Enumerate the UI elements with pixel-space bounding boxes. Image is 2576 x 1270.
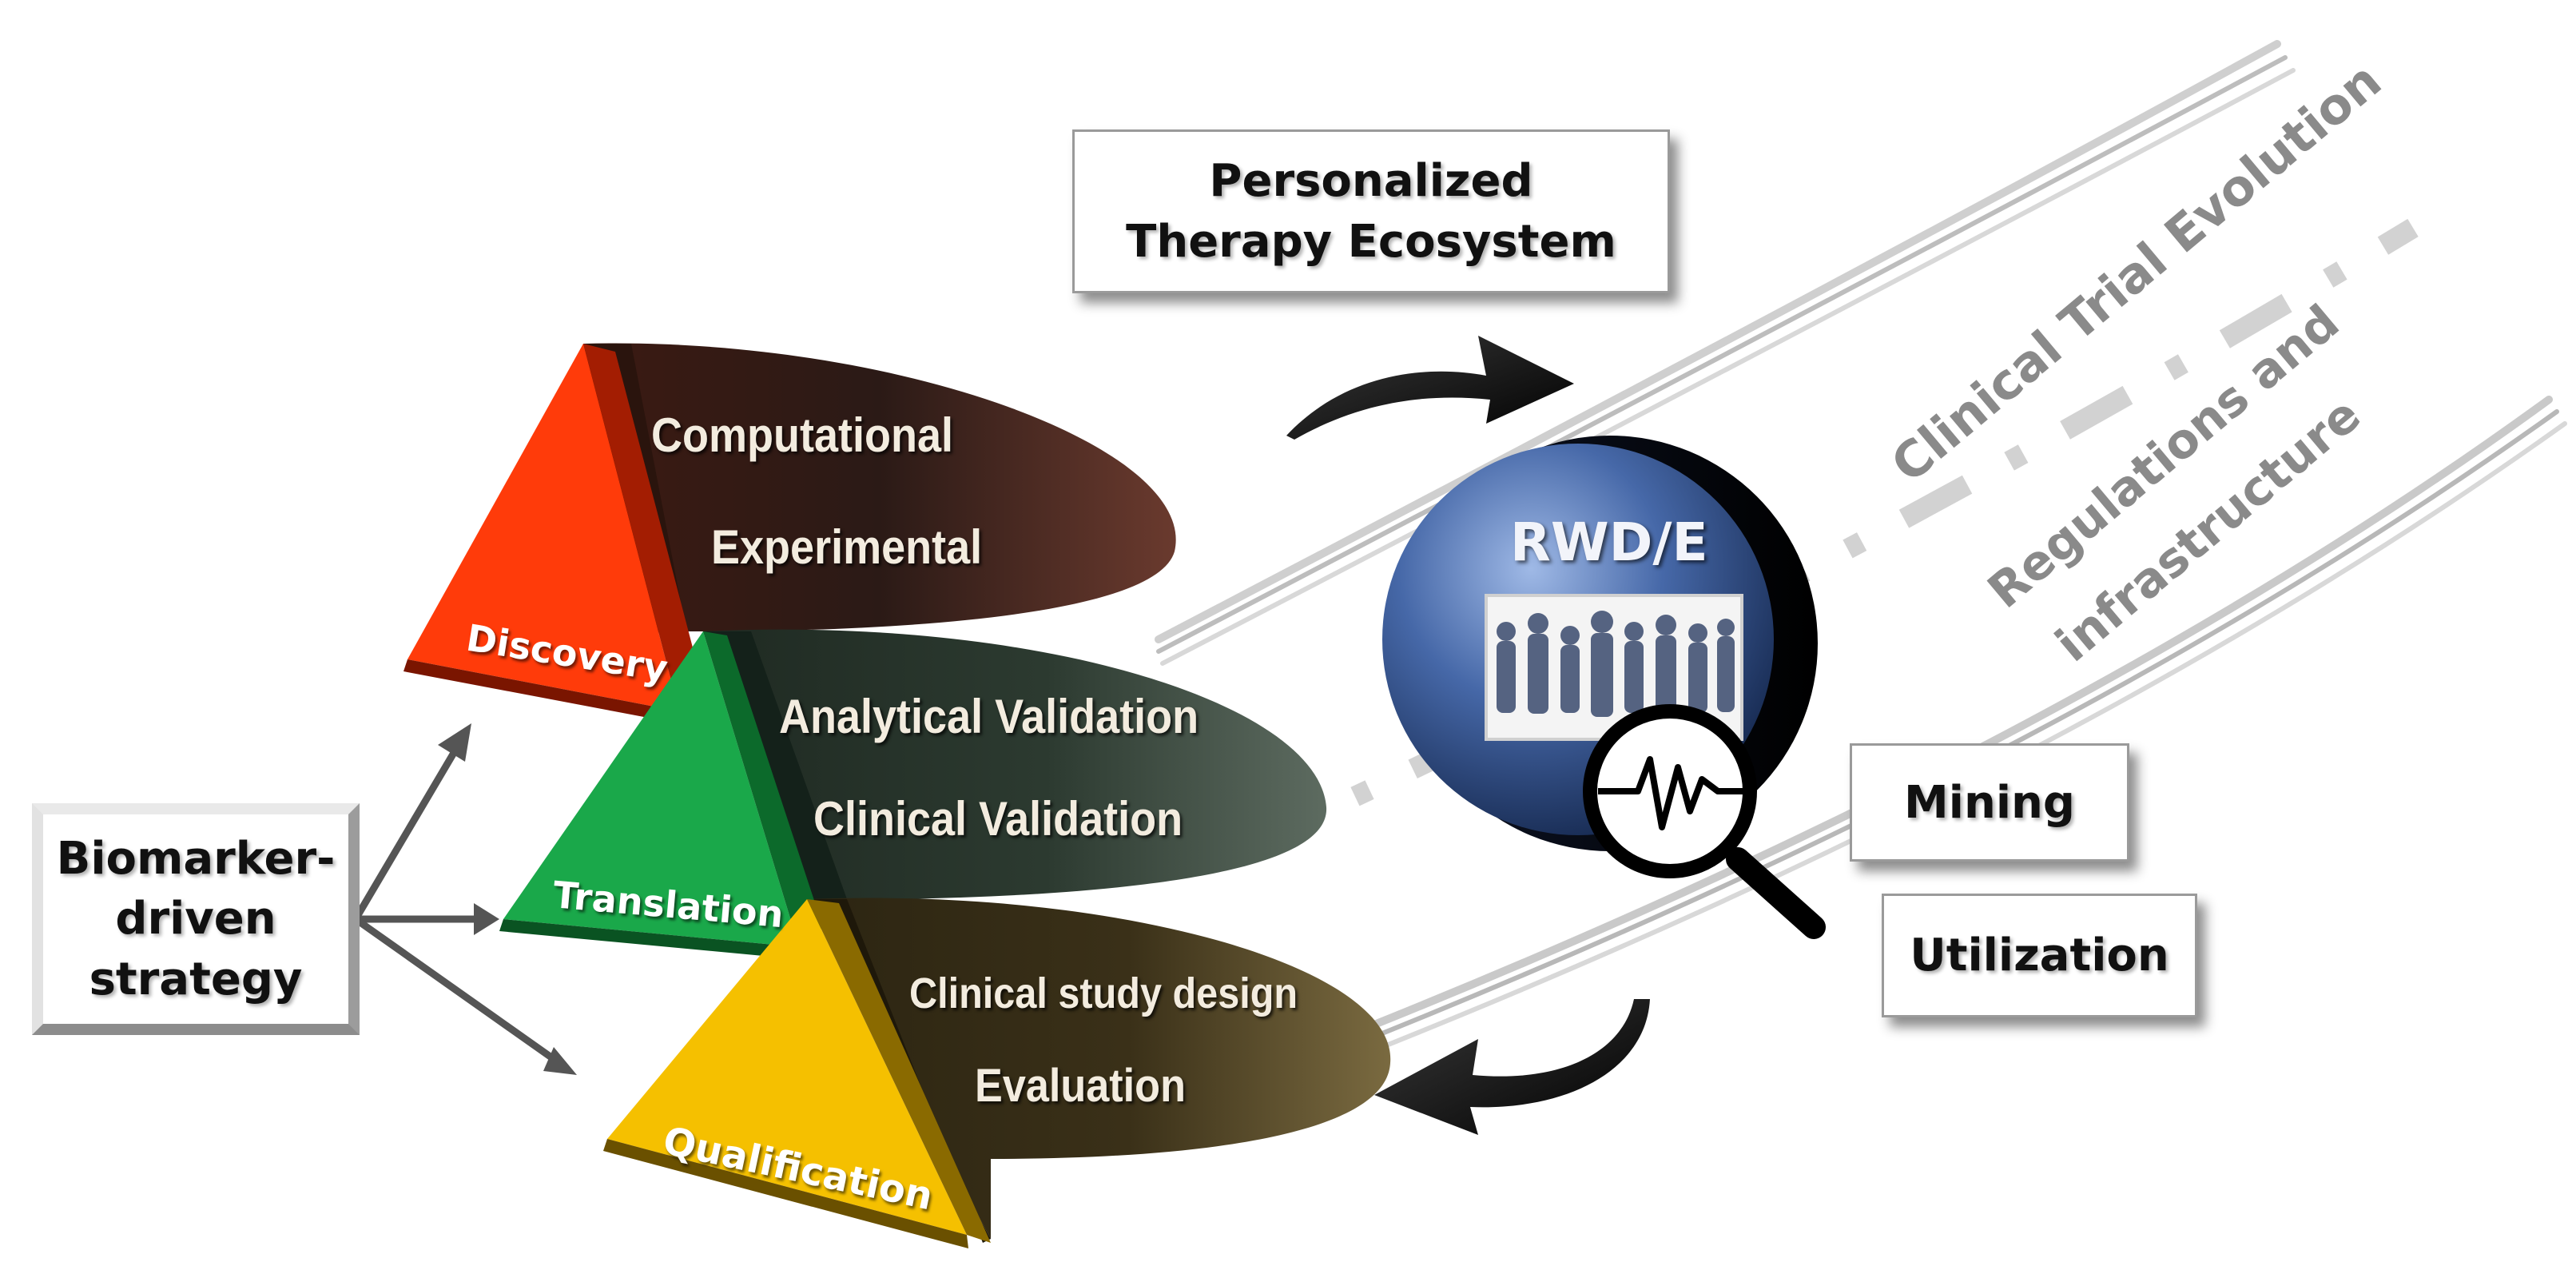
qualification-triangle	[603, 899, 991, 1248]
translation-item-analytical: Analytical Validation	[779, 690, 1199, 743]
curved-arrow-icon	[1286, 336, 1574, 440]
dash-dot-divider	[1242, 218, 2419, 857]
clinical-trial-band	[1155, 40, 2296, 666]
ecosystem-box: Personalized Therapy Ecosystem	[1072, 129, 1670, 293]
translation-item-clinical: Clinical Validation	[813, 792, 1183, 846]
strategy-arrows	[352, 723, 577, 1075]
discovery-item-experimental: Experimental	[711, 520, 983, 574]
mining-box: Mining	[1850, 743, 2129, 862]
translation-triangle	[499, 631, 823, 959]
strategy-box: Biomarker-driven strategy	[32, 803, 360, 1035]
utilization-box: Utilization	[1882, 894, 2197, 1017]
mining-label: Mining	[1904, 776, 2075, 829]
curved-arrow-icon	[1374, 999, 1650, 1135]
ecosystem-label: Personalized Therapy Ecosystem	[1126, 154, 1616, 268]
discovery-triangle	[403, 344, 703, 723]
qualification-item-evaluation: Evaluation	[975, 1060, 1186, 1112]
utilization-label: Utilization	[1910, 930, 2169, 981]
discovery-item-computational: Computational	[651, 408, 953, 462]
strategy-label: Biomarker-driven strategy	[56, 832, 336, 1005]
rwde-label: RWD/E	[1510, 512, 1708, 573]
qualification-item-design: Clinical study design	[909, 969, 1298, 1017]
waveform-icon	[1598, 756, 1746, 830]
